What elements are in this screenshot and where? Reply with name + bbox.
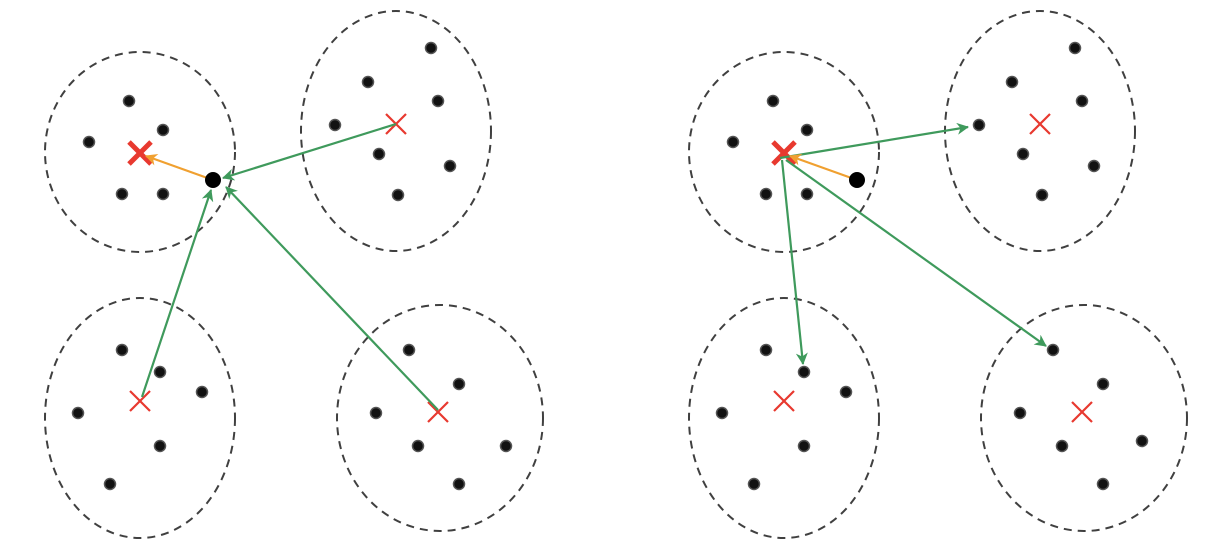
panel-right xyxy=(688,10,1188,539)
dot-icon xyxy=(82,135,96,149)
dot-icon xyxy=(402,343,416,357)
cross-mark-icon xyxy=(773,390,795,412)
dot-icon xyxy=(115,343,129,357)
dot-icon xyxy=(122,94,136,108)
cross-mark-icon xyxy=(129,390,151,412)
centroid-stroke-b xyxy=(773,390,795,412)
far-arrow xyxy=(140,189,214,398)
centroid-stroke-b xyxy=(771,140,797,166)
dot-icon xyxy=(372,147,386,161)
dot-icon xyxy=(195,385,209,399)
dot-icon xyxy=(156,123,170,137)
far-arrow xyxy=(779,122,969,160)
dot-icon xyxy=(747,477,761,491)
dot-icon xyxy=(431,94,445,108)
dot-icon xyxy=(972,118,986,132)
anchor-dot-icon xyxy=(205,172,221,188)
dot-icon xyxy=(1035,188,1049,202)
dot-icon xyxy=(153,365,167,379)
dot-icon xyxy=(715,406,729,420)
dot-icon xyxy=(115,187,129,201)
near-arrow xyxy=(789,154,858,182)
cluster-boundary xyxy=(688,51,880,253)
cluster-boundary xyxy=(980,304,1188,532)
dot-icon xyxy=(452,477,466,491)
cluster-boundary xyxy=(336,304,544,532)
dot-icon xyxy=(759,187,773,201)
dot-icon xyxy=(726,135,740,149)
dot-icon xyxy=(71,406,85,420)
cluster-boundary xyxy=(300,10,492,252)
cross-mark-icon xyxy=(1071,401,1093,423)
dot-icon xyxy=(1096,477,1110,491)
arrows xyxy=(779,122,1047,365)
dot-icon xyxy=(1046,343,1060,357)
centroid-stroke-b xyxy=(1029,113,1051,135)
dot-icon xyxy=(391,188,405,202)
panel-left xyxy=(44,10,544,539)
dot-icon xyxy=(361,75,375,89)
cluster-bottom-right xyxy=(980,304,1188,532)
far-arrow xyxy=(222,122,397,181)
dot-icon xyxy=(411,439,425,453)
dot-icon xyxy=(1013,406,1027,420)
dot-icon xyxy=(766,94,780,108)
far-arrow xyxy=(225,186,439,411)
centroid-stroke-b xyxy=(427,401,449,423)
dot-icon xyxy=(1087,159,1101,173)
cluster-top-right xyxy=(300,10,492,252)
cluster-bottom-left xyxy=(688,297,880,539)
far-arrow xyxy=(780,159,808,365)
dot-icon xyxy=(1068,41,1082,55)
dot-icon xyxy=(424,41,438,55)
dot-icon xyxy=(839,385,853,399)
centroid-stroke-b xyxy=(1071,401,1093,423)
dot-icon xyxy=(328,118,342,132)
dot-icon xyxy=(797,365,811,379)
dot-icon xyxy=(800,187,814,201)
cluster-boundary xyxy=(44,297,236,539)
arrows xyxy=(140,122,439,411)
dot-icon xyxy=(1075,94,1089,108)
dot-icon xyxy=(369,406,383,420)
far-arrow xyxy=(785,159,1047,347)
dot-icon xyxy=(1016,147,1030,161)
centroid-stroke-b xyxy=(127,140,153,166)
dot-icon xyxy=(452,377,466,391)
dot-icon xyxy=(153,439,167,453)
dot-icon xyxy=(1096,377,1110,391)
cross-mark-icon xyxy=(427,401,449,423)
dot-icon xyxy=(1135,434,1149,448)
cluster-boundary xyxy=(44,51,236,253)
cluster-top-left xyxy=(44,51,236,253)
cross-mark-icon xyxy=(1029,113,1051,135)
dot-icon xyxy=(103,477,117,491)
dot-icon xyxy=(1055,439,1069,453)
dot-icon xyxy=(759,343,773,357)
cluster-bottom-right xyxy=(336,304,544,532)
centroid-stroke-b xyxy=(129,390,151,412)
dot-icon xyxy=(1005,75,1019,89)
dot-icon xyxy=(443,159,457,173)
dot-icon xyxy=(797,439,811,453)
anchor-dot-icon xyxy=(849,172,865,188)
cluster-bottom-left xyxy=(44,297,236,539)
cluster-boundary xyxy=(688,297,880,539)
dot-icon xyxy=(156,187,170,201)
dot-icon xyxy=(499,439,513,453)
dot-icon xyxy=(800,123,814,137)
near-arrow xyxy=(145,154,214,182)
